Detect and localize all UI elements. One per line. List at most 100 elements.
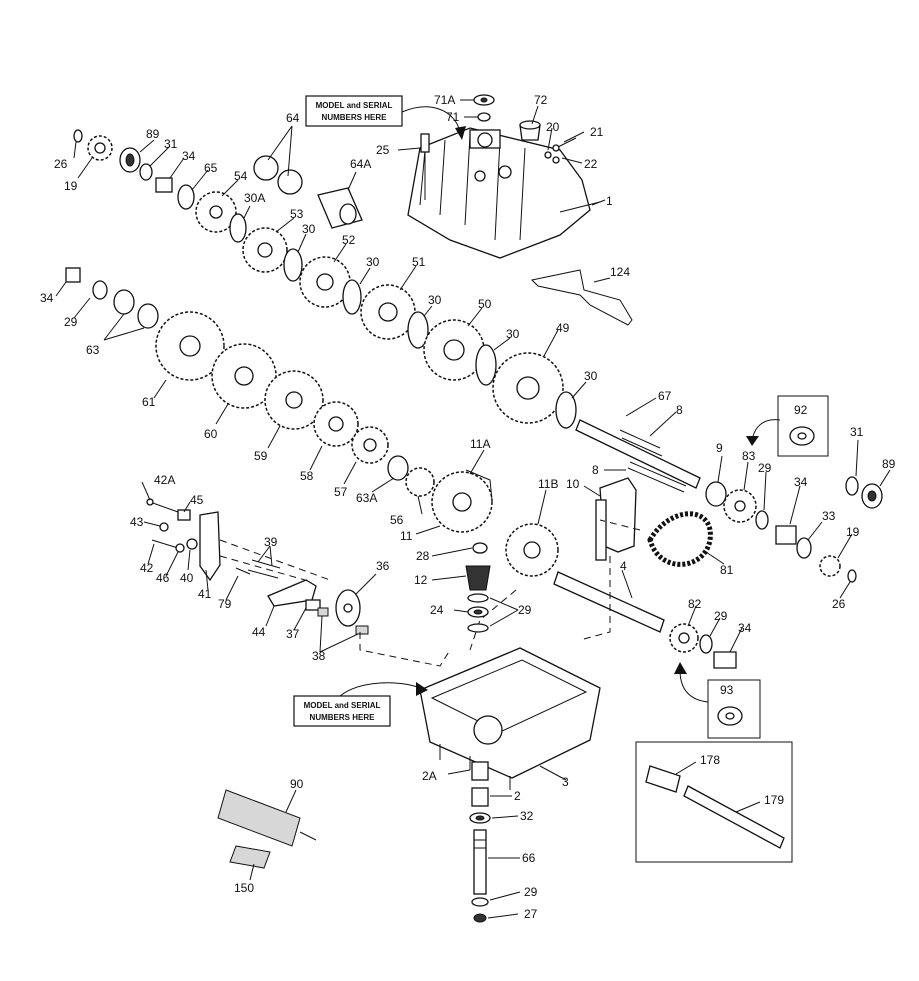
part-30-ring-e: [555, 391, 577, 429]
part-42A-bolt: [146, 498, 179, 513]
curved-arrow-icon: [416, 682, 428, 696]
label-82: 82: [688, 597, 702, 611]
part-61-gear: [155, 311, 225, 381]
part-30-ring-c: [407, 311, 429, 349]
part-26-ring-b: [847, 569, 857, 583]
part-2A-bushing: [471, 761, 489, 781]
part-19-sprocket-b: [819, 555, 841, 577]
part-46-washer: [175, 543, 185, 553]
callout-bottom-line2: NUMBERS HERE: [310, 713, 376, 722]
part-54-gear: [195, 191, 237, 233]
label-46: 46: [156, 571, 170, 585]
part-31-washer: [139, 163, 153, 181]
label-2A: 2A: [422, 769, 437, 783]
label-37: 37: [286, 627, 300, 641]
label-30-c: 30: [428, 293, 442, 307]
model-serial-callout-top: MODEL and SERIAL NUMBERS HERE: [305, 95, 466, 140]
part-2-bushing: [471, 787, 489, 807]
assembly-guide-lines: [219, 519, 641, 667]
part-38-keys: [317, 607, 369, 635]
part-65-washer: [177, 184, 195, 210]
label-42: 42: [140, 561, 154, 575]
label-41: 41: [198, 587, 212, 601]
part-63A-bearing: [387, 455, 409, 481]
part-30A-spacer: [229, 213, 247, 243]
part-28-washer: [472, 542, 488, 554]
part-39-pins: [247, 559, 281, 579]
detail-box-93: [674, 662, 761, 739]
part-44-fork: [267, 579, 317, 607]
part-45-spacer: [177, 509, 191, 521]
label-64: 64: [286, 111, 300, 125]
label-58: 58: [300, 469, 314, 483]
part-67-shaft: [575, 419, 701, 489]
part-51-gear: [360, 284, 416, 340]
part-34-bushing-c: [775, 525, 797, 545]
part-26-ring: [73, 129, 83, 143]
part-63-bearings: [113, 289, 159, 329]
label-45: 45: [190, 493, 204, 507]
part-8-keys: [627, 461, 687, 493]
part-29-washer-pair: [467, 593, 489, 633]
part-57-gear: [351, 426, 389, 464]
part-11-gear-assembly: [431, 469, 493, 533]
label-26-right: 26: [832, 597, 846, 611]
part-43-nut: [159, 522, 169, 532]
label-10: 10: [566, 477, 580, 491]
label-34-lower: 34: [738, 621, 752, 635]
label-57: 57: [334, 485, 348, 499]
model-serial-callout-bottom: MODEL and SERIAL NUMBERS HERE: [293, 682, 428, 727]
part-178-bushing: [645, 765, 681, 793]
detail-box-178-179: [635, 741, 793, 863]
label-89-top: 89: [146, 127, 160, 141]
part-4-shaft: [553, 571, 665, 633]
label-11A: 11A: [470, 437, 490, 451]
part-34-bushing: [155, 177, 173, 193]
leader-lines: [55, 99, 891, 919]
label-30-a: 30: [302, 222, 316, 236]
part-36-disc: [335, 589, 361, 627]
label-54: 54: [234, 169, 248, 183]
curved-arrow-icon: [746, 436, 759, 446]
part-21-screw: [552, 137, 577, 152]
part-41-arm: [199, 511, 221, 582]
label-44: 44: [252, 625, 266, 639]
label-32: 32: [520, 809, 534, 823]
label-83: 83: [742, 449, 756, 463]
label-51: 51: [412, 255, 426, 269]
label-150: 150: [234, 881, 254, 895]
label-50: 50: [478, 297, 492, 311]
part-89-bearing: [119, 147, 141, 173]
label-59: 59: [254, 449, 268, 463]
part-11B-bevel-gear: [505, 523, 559, 577]
part-33-washer: [796, 537, 812, 559]
lower-housing: [419, 647, 601, 790]
part-32-seal: [469, 812, 491, 824]
callout-bottom-line1: MODEL and SERIAL: [304, 701, 381, 710]
part-49-gear: [492, 352, 564, 424]
label-63: 63: [86, 343, 100, 357]
label-42A: 42A: [154, 473, 175, 487]
callout-top-line1: MODEL and SERIAL: [316, 101, 393, 110]
part-72-cap: [519, 120, 541, 141]
label-64A: 64A: [350, 157, 371, 171]
label-30-b: 30: [366, 255, 380, 269]
label-29-bottom: 29: [524, 885, 538, 899]
label-60: 60: [204, 427, 218, 441]
part-20-pin: [544, 151, 552, 159]
part-27-nut: [473, 913, 487, 923]
label-124: 124: [610, 265, 630, 279]
callout-top-line2: NUMBERS HERE: [322, 113, 388, 122]
part-34-bushing-b: [65, 267, 81, 283]
part-10-shift-fork: [595, 477, 637, 561]
part-29-washer-c: [699, 634, 713, 654]
label-29-center: 29: [518, 603, 532, 617]
label-31-right: 31: [850, 425, 864, 439]
part-56-gear: [405, 467, 435, 497]
part-79-spring: [235, 567, 251, 575]
label-81: 81: [720, 563, 734, 577]
part-89-bearing-b: [861, 483, 883, 509]
label-63A: 63A: [356, 491, 377, 505]
label-2: 2: [514, 789, 521, 803]
part-83-sprocket: [723, 489, 757, 523]
